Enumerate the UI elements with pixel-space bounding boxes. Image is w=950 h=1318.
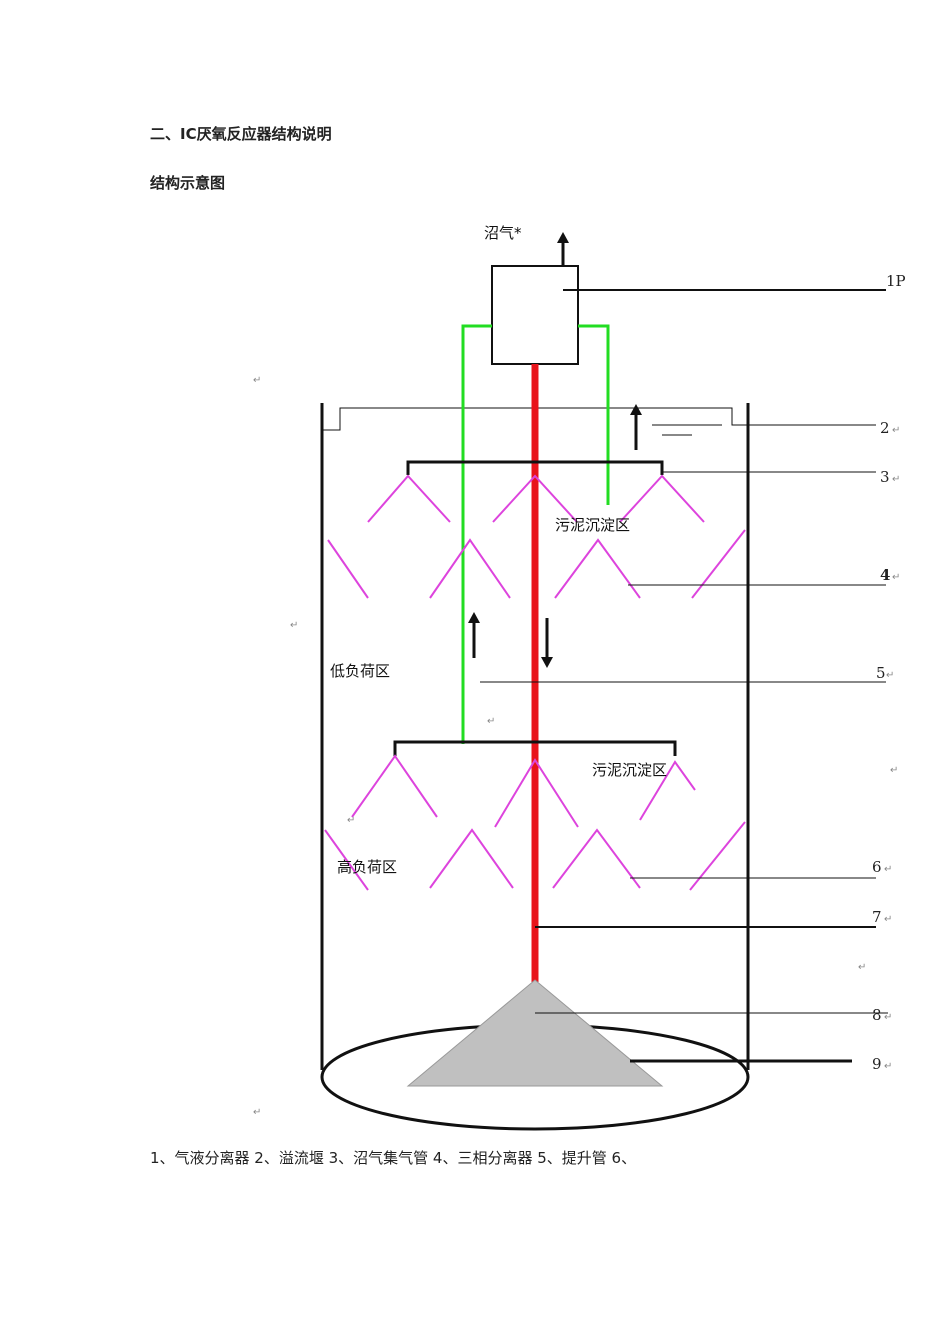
- callout-5: 5: [876, 664, 886, 682]
- biogas-label: 沼气*: [484, 224, 522, 242]
- return-mark: ↵: [886, 670, 894, 681]
- upflow-arrowhead: [630, 404, 642, 415]
- return-mark: ↵: [884, 864, 892, 875]
- return-mark: ↵: [892, 474, 900, 485]
- callout-7: 7: [872, 908, 882, 926]
- gas-collection-pipe-right: [578, 324, 610, 505]
- lower-gas-hood: [393, 740, 677, 756]
- upper-separator-row2: [327, 529, 746, 599]
- return-mark: ↵: [253, 1107, 261, 1118]
- return-mark: ↵: [884, 1061, 892, 1072]
- biogas-arrowhead: [557, 232, 569, 243]
- upper-separator-row1: [367, 474, 705, 523]
- callout-2: 2: [880, 419, 890, 437]
- gas-collection-pipe-left: [461, 324, 492, 744]
- diagram-caption: 1、气液分离器 2、溢流堰 3、沼气集气管 4、三相分离器 5、提升管 6、: [150, 1149, 637, 1167]
- section-heading: 二、IC厌氧反应器结构说明: [150, 125, 332, 143]
- return-mark: ↵: [892, 425, 900, 436]
- return-mark: ↵: [290, 620, 298, 631]
- return-mark: ↵: [890, 765, 898, 776]
- callout-6: 6: [872, 858, 882, 876]
- high-load-zone-label: 高负荷区: [337, 858, 397, 876]
- downcomer-arrowhead: [541, 657, 553, 668]
- lower-separator-row2: [324, 821, 746, 891]
- return-mark: ↵: [884, 1012, 892, 1023]
- lower-separator-row1: [351, 754, 696, 828]
- sludge-zone-lower-label: 污泥沉淀区: [592, 761, 667, 779]
- return-mark: ↵: [858, 962, 866, 973]
- return-mark: ↵: [892, 572, 900, 583]
- upper-gas-hood: [406, 460, 664, 475]
- diagram-heading: 结构示意图: [150, 174, 226, 192]
- return-mark: ↵: [347, 815, 355, 826]
- callout-3: 3: [880, 468, 890, 486]
- callout-1p: 1P: [886, 272, 906, 290]
- return-mark: ↵: [884, 914, 892, 925]
- callout-9: 9: [872, 1055, 882, 1073]
- gas-riser-arrowhead: [468, 612, 480, 623]
- return-mark: ↵: [253, 375, 261, 386]
- callout-8: 8: [872, 1006, 882, 1024]
- gas-liquid-separator: [491, 265, 579, 365]
- callout-4: 4: [880, 566, 890, 584]
- distributor-cone: [406, 979, 664, 1087]
- return-mark: ↵: [487, 716, 495, 727]
- sludge-zone-upper-label: 污泥沉淀区: [555, 516, 630, 534]
- low-load-zone-label: 低负荷区: [330, 662, 390, 680]
